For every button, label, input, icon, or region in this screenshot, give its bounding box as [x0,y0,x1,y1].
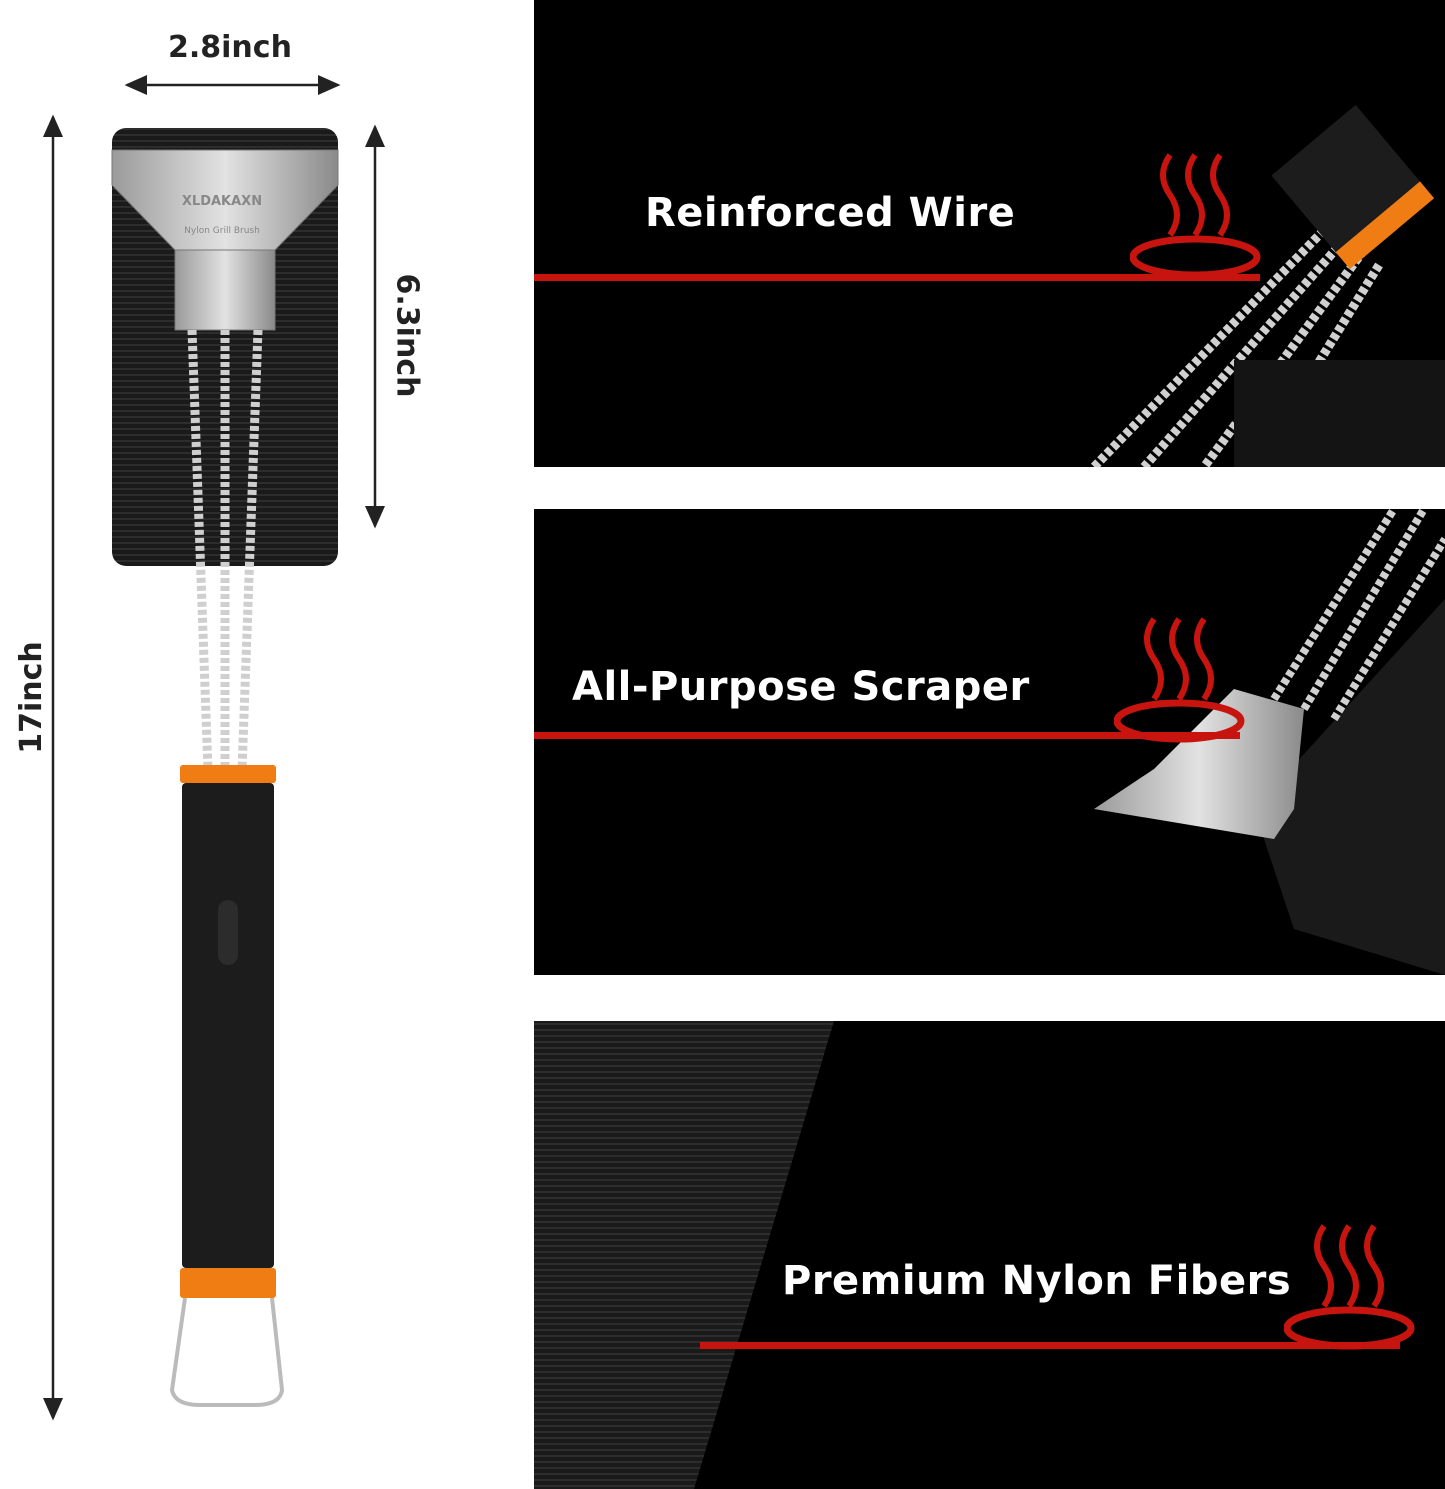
feature-title: Reinforced Wire [645,190,1016,236]
heat-waves-icon [1114,617,1245,743]
scraper-text: Nylon Grill Brush [184,226,260,236]
callout-line [534,732,1240,739]
feature-title: All-Purpose Scraper [572,664,1030,710]
scraper-closeup-image [1094,509,1445,975]
feature-panel-reinforced-wire: Reinforced Wire [534,0,1445,467]
grill-brush-image: XLDAKAXN Nylon Grill Brush [111,128,339,1407]
bristles-closeup-image [534,1021,834,1489]
heat-waves-icon [1130,153,1261,279]
callout-line [534,274,1260,281]
callout-line [700,1342,1400,1349]
wire-closeup-image [1090,104,1445,467]
heat-waves-icon [1284,1224,1415,1350]
feature-title: Premium Nylon Fibers [782,1258,1292,1304]
dimension-arrows [43,75,385,1421]
feature-panel-scraper: All-Purpose Scraper [534,509,1445,975]
feature-panel-nylon-fibers: Premium Nylon Fibers [534,1021,1445,1489]
logo-text: XLDAKAXN [182,194,262,209]
width-label: 2.8inch [168,30,292,65]
